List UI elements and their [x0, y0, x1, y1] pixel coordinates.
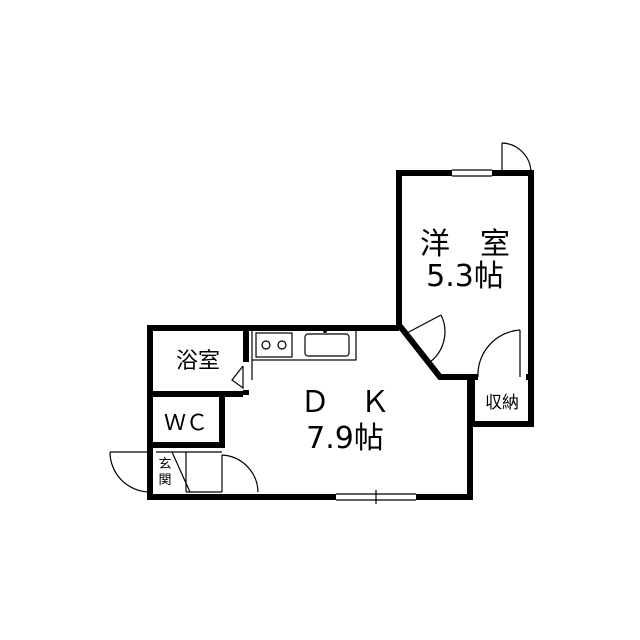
western-room-name: 洋 室: [420, 227, 510, 262]
door-bath: [231, 362, 251, 390]
window-top: [452, 168, 492, 178]
storage-name: 収納: [485, 393, 519, 413]
entrance-char-1: 玄: [158, 457, 171, 472]
entrance-char-2: 関: [158, 473, 171, 488]
window-bottom: [336, 490, 416, 504]
burner-icon: [277, 340, 287, 350]
dk-name: Ｄ Ｋ: [300, 385, 390, 420]
door-entrance: [109, 451, 259, 493]
door-storage: [477, 329, 526, 382]
sink-icon: [304, 333, 350, 357]
burner-icon: [261, 340, 271, 350]
stove-icon: [255, 332, 293, 358]
door-western-diagonal: [404, 314, 446, 363]
faucet-icon: [323, 329, 327, 333]
door-top-right: [501, 142, 532, 174]
dk-size: 7.9帖: [306, 421, 384, 456]
kitchen-counter: [251, 329, 357, 380]
wc-name: ＷＣ: [164, 411, 208, 436]
bath-name: 浴室: [176, 349, 220, 374]
storage-wall: [469, 374, 534, 427]
western-room-size: 5.3帖: [426, 259, 504, 294]
wc-wall: [147, 395, 225, 448]
